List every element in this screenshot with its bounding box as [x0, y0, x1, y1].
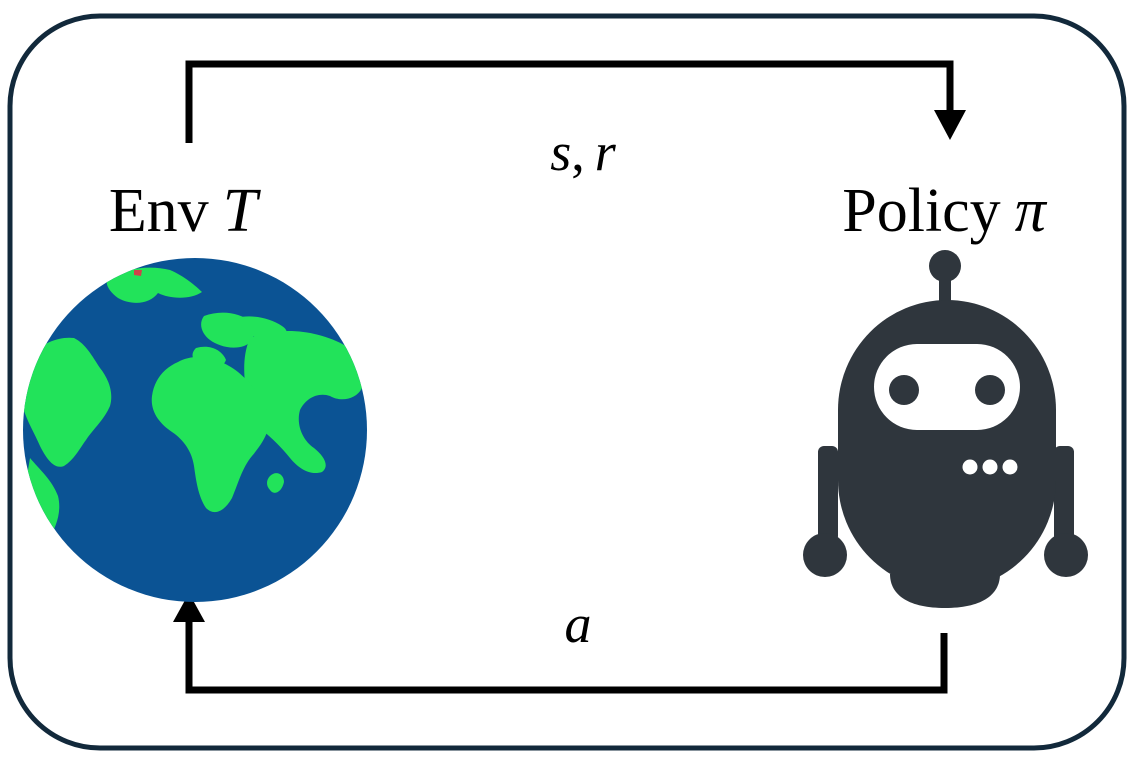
robot-left-eye	[889, 375, 919, 405]
globe-icon	[23, 258, 367, 602]
robot-left-hand	[803, 533, 847, 577]
state-reward-arrow	[185, 60, 966, 143]
robot-antenna-tip	[929, 250, 961, 282]
action-arrow	[173, 593, 948, 694]
arrowhead-up	[173, 593, 205, 622]
robot-face	[874, 344, 1020, 430]
action-label: a	[565, 594, 592, 654]
robot-right-eye	[975, 375, 1005, 405]
robot-icon	[803, 250, 1088, 608]
robot-base	[890, 574, 1000, 608]
arrowhead-down	[934, 110, 966, 140]
robot-right-hand	[1044, 533, 1088, 577]
robot-body	[838, 300, 1056, 590]
state-reward-label: s,r	[550, 122, 617, 182]
